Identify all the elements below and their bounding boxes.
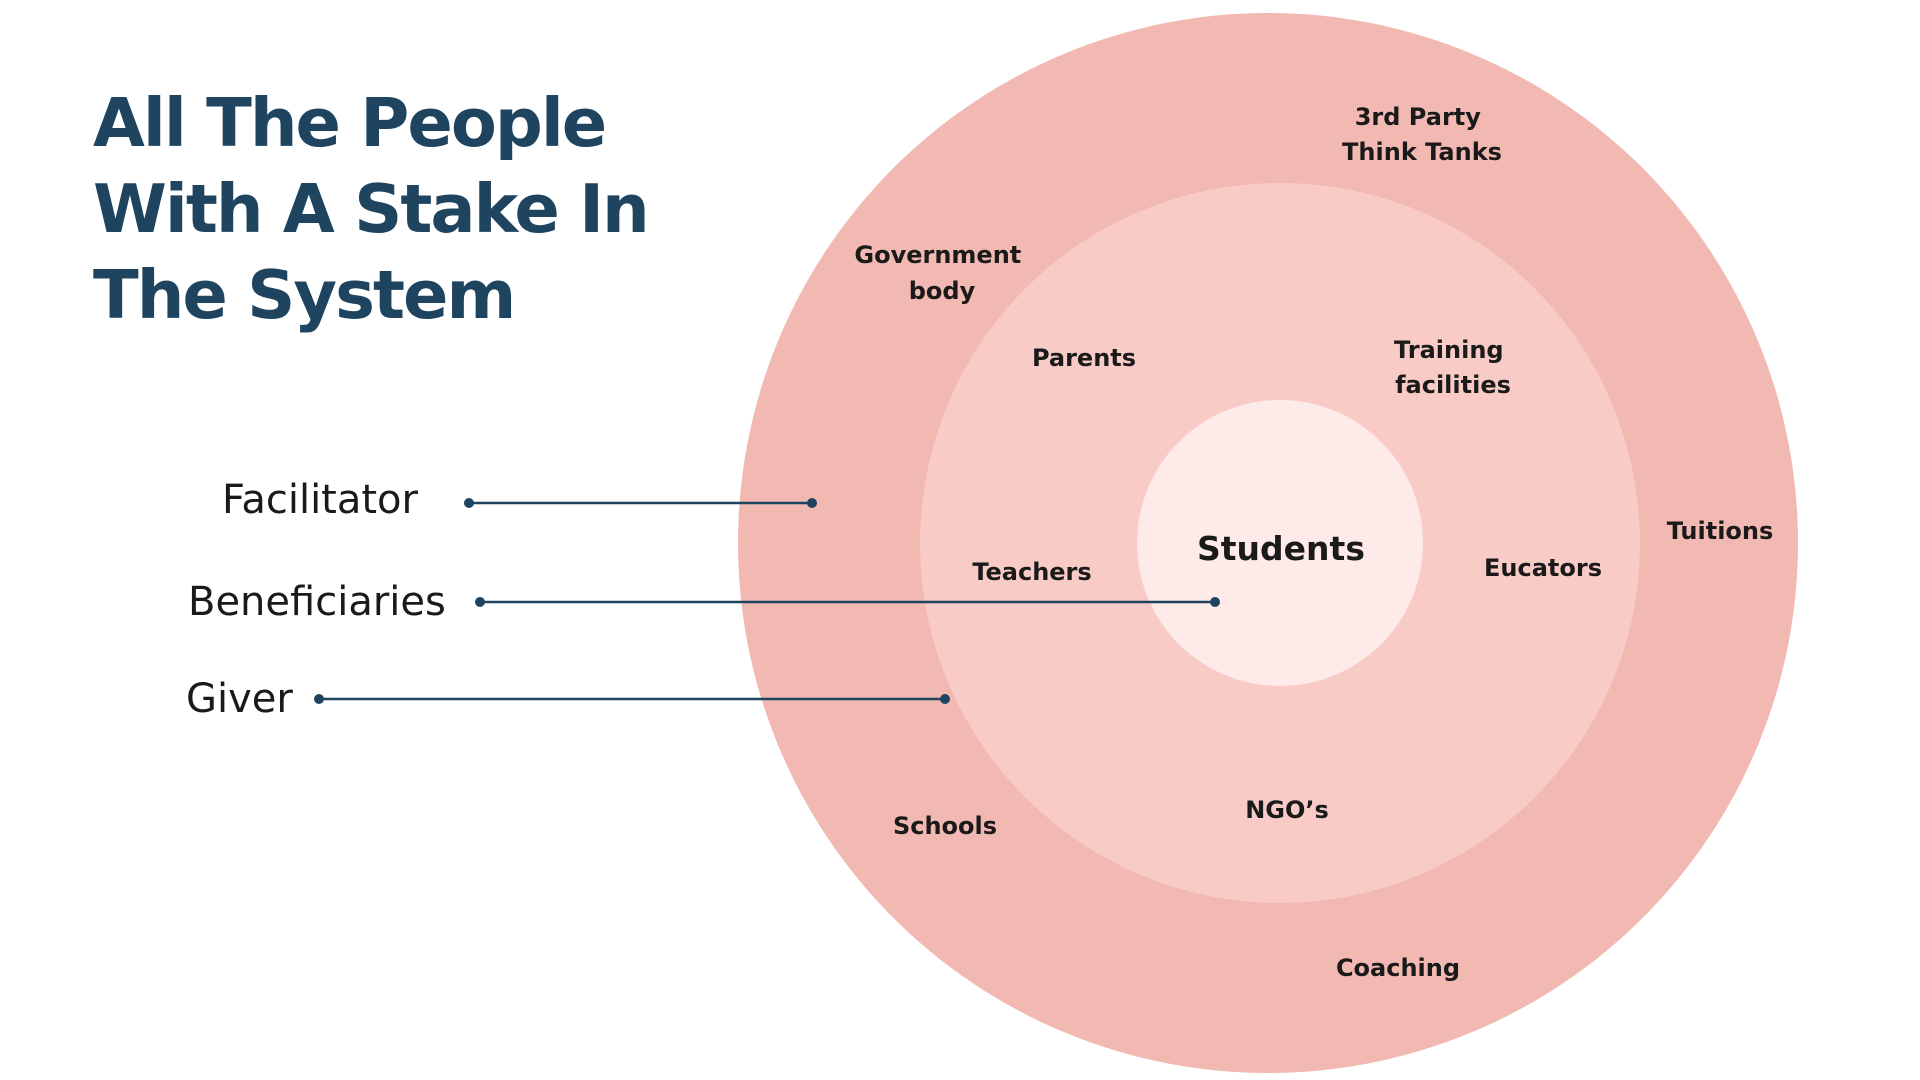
connector-giver-end-dot xyxy=(940,694,950,704)
connector-giver-start-dot xyxy=(314,694,324,704)
node-eucators: Eucators xyxy=(1484,554,1602,582)
legend-giver: Giver xyxy=(186,676,293,722)
connector-facilitator-start-dot xyxy=(464,498,474,508)
title-line-2: With A Stake In xyxy=(93,170,648,248)
connector-beneficiaries-end-dot xyxy=(1210,597,1220,607)
node-teachers: Teachers xyxy=(972,558,1091,586)
node-students: Students xyxy=(1197,529,1365,568)
legend-labels: Facilitator Beneficiaries Giver xyxy=(186,477,446,722)
node-third-party-think-tanks: 3rd Party Think Tanks xyxy=(1342,103,1502,166)
connector-facilitator-end-dot xyxy=(807,498,817,508)
legend-facilitator: Facilitator xyxy=(222,477,419,523)
title-line-3: The System xyxy=(93,256,514,334)
node-schools: Schools xyxy=(893,812,997,840)
connector-beneficiaries-start-dot xyxy=(475,597,485,607)
node-training-facilities: Training facilities xyxy=(1394,336,1512,399)
outer-ring-labels: 3rd Party Think Tanks Government body Tu… xyxy=(854,103,1773,982)
legend-beneficiaries: Beneficiaries xyxy=(188,579,446,625)
middle-ring-labels: Parents Training facilities Teachers Euc… xyxy=(972,336,1602,824)
node-parents: Parents xyxy=(1032,344,1136,372)
legend-connectors xyxy=(314,498,1220,704)
title-line-1: All The People xyxy=(93,84,605,162)
node-government-body: Government body xyxy=(854,241,1029,305)
diagram-title: All The People With A Stake In The Syste… xyxy=(93,84,650,334)
node-ngos: NGO’s xyxy=(1245,796,1329,824)
node-coaching: Coaching xyxy=(1336,954,1460,982)
node-tuitions: Tuitions xyxy=(1667,517,1774,545)
inner-circle xyxy=(1137,400,1423,686)
